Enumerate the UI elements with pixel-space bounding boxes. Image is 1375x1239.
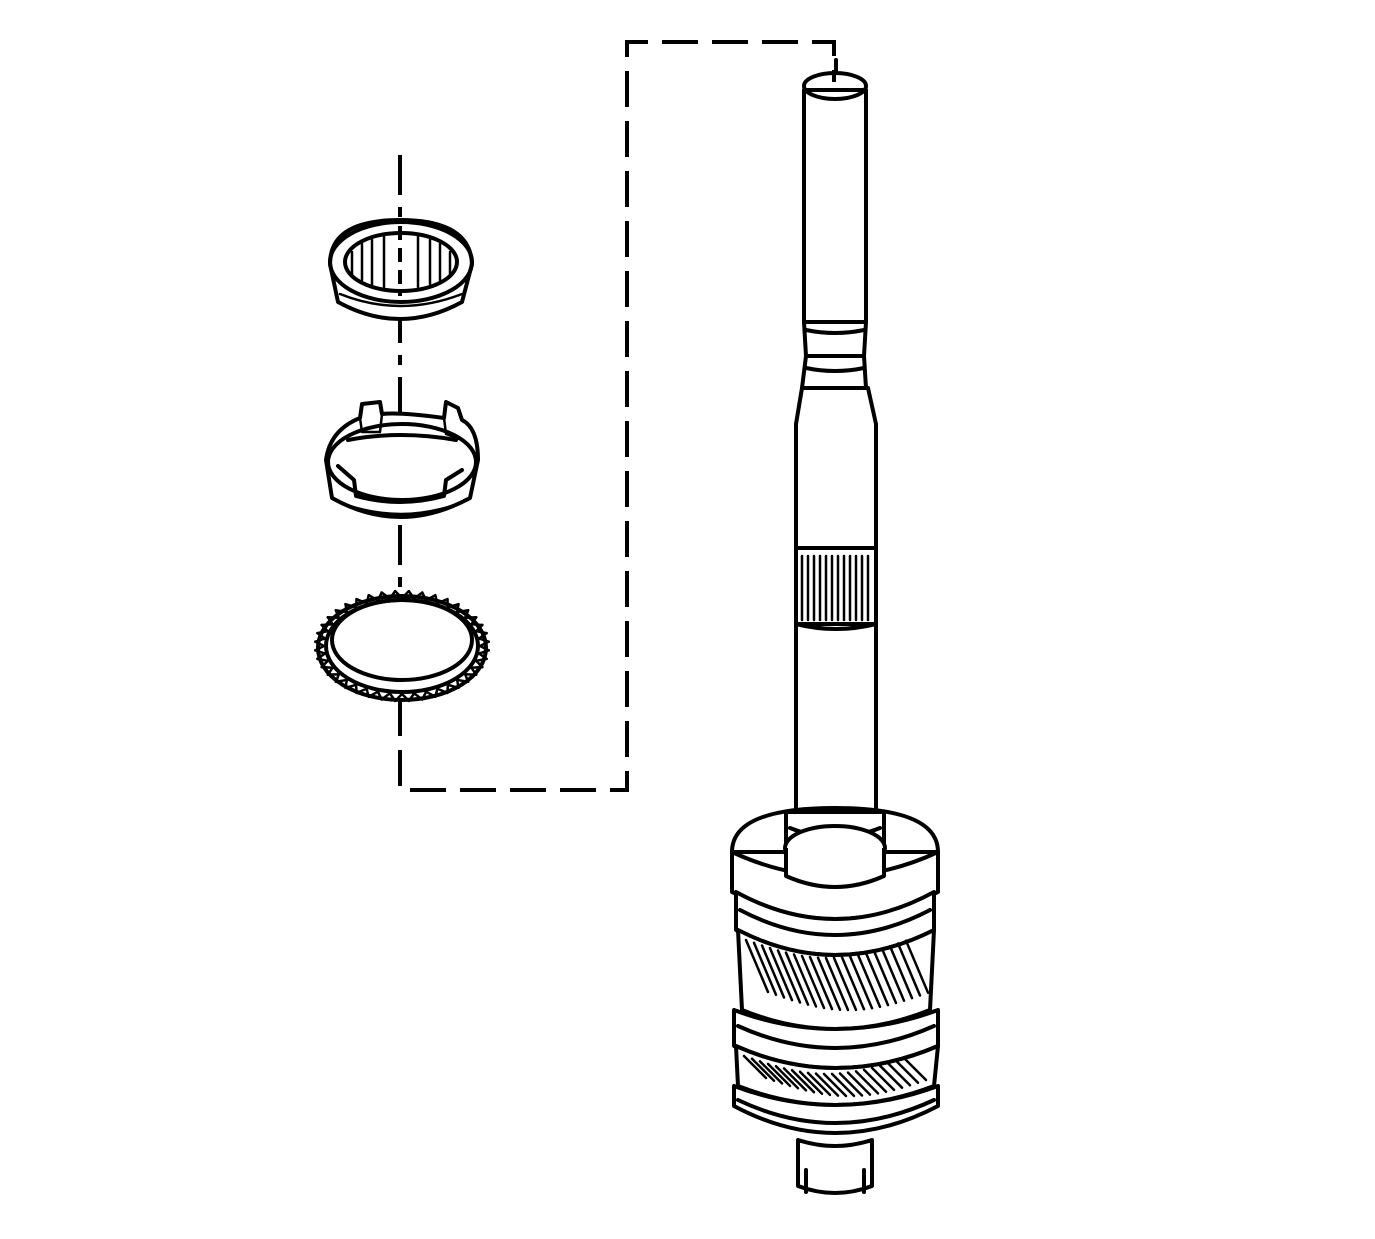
bearing-needles [350,234,452,289]
assembly-path [398,40,836,792]
gear-cluster [730,806,940,1195]
shaft [784,58,886,891]
assembly-path-line [398,40,836,792]
synchronizer-ring [314,589,490,703]
synchronizer-teeth [314,589,490,703]
helical-teeth-lower [742,1054,928,1098]
blocker-ring [324,400,480,519]
helical-teeth-upper [744,938,930,1012]
shaft-spline [800,554,870,622]
needle-bearing [328,218,474,321]
